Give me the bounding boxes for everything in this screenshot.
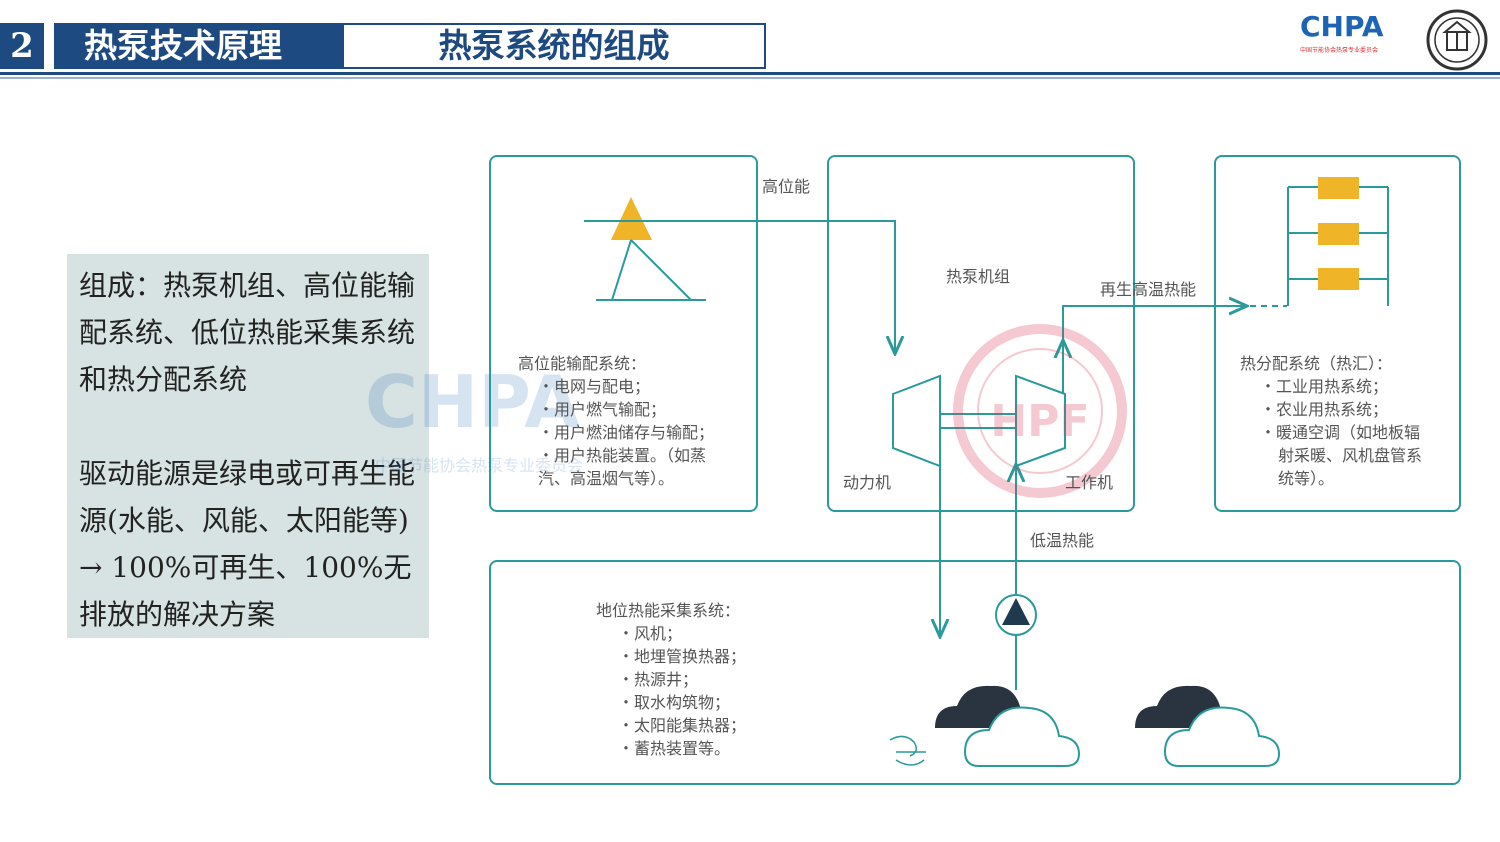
chpa-watermark-caption: 中国节能协会热泵专业委员会 [375, 456, 584, 475]
list-item: 射采暖、风机盘管系 [1278, 446, 1423, 465]
label-regen-heat: 再生高温热能 [1100, 280, 1197, 299]
list-item: 统等）。 [1278, 469, 1335, 488]
header-divider-light [0, 77, 1500, 79]
summary-composition: 组成：热泵机组、高位能输配系统、低位热能采集系统和热分配系统 [79, 269, 416, 396]
logo-text: CHPA [1300, 10, 1384, 43]
list-item: ・用户燃气输配； [538, 400, 667, 419]
list-item: ・风机； [618, 624, 683, 643]
heat-pump-unit-panel [827, 155, 1135, 512]
high-system-title: 高位能输配系统： [518, 354, 647, 373]
list-item: ・取水构筑物； [618, 693, 731, 712]
radiator-icon [1287, 177, 1389, 306]
list-item: ・工业用热系统； [1260, 377, 1389, 396]
chpa-logo: CHPA 中国节能协会热泵专业委员会 [1300, 10, 1412, 66]
logo-caption: 中国节能协会热泵专业委员会 [1300, 47, 1379, 54]
label-low-temp-heat: 低温热能 [1030, 531, 1095, 550]
section-title: 热泵技术原理 [54, 23, 342, 69]
list-item: ・暖通空调（如地板辐 [1260, 423, 1421, 442]
header-divider [0, 72, 1500, 75]
label-engine: 动力机 [843, 473, 892, 492]
cloud-icon [889, 685, 1081, 767]
summary-box: 组成：热泵机组、高位能输配系统、低位热能采集系统和热分配系统 驱动能源是绿电或可… [67, 254, 429, 638]
list-item: ・蓄热装置等。 [618, 739, 731, 758]
hpf-seal-watermark [953, 324, 1127, 498]
engine-icon [892, 374, 941, 468]
high-system-list: 高位能输配系统： ・电网与配电； ・用户燃气输配； ・用户燃油储存与输配； ・用… [518, 352, 714, 490]
slide-title: 热泵系统的组成 [342, 23, 766, 69]
list-item: ・用户燃油储存与输配； [538, 423, 715, 442]
list-item: ・热源井； [618, 670, 699, 689]
power-tower-icon [596, 197, 706, 301]
heat-dist-title: 热分配系统（热汇）： [1240, 354, 1393, 373]
label-compressor: 工作机 [1065, 473, 1114, 492]
cloud-icon-right [1135, 685, 1281, 767]
list-item: ・电网与配电； [538, 377, 651, 396]
high-energy-panel [489, 155, 758, 512]
list-item: ・太阳能集热器； [618, 716, 747, 735]
section-number: 2 [0, 23, 44, 69]
heat-dist-list: 热分配系统（热汇）： ・工业用热系统； ・农业用热系统； ・暖通空调（如地板辐 … [1240, 352, 1422, 490]
pump-icon [995, 594, 1037, 690]
seal-text: HPF [990, 396, 1089, 447]
low-system-title: 地位热能采集系统： [596, 601, 741, 620]
label-high-energy: 高位能 [762, 177, 811, 196]
low-system-list: 地位热能采集系统： ・风机； ・地埋管换热器； ・热源井； ・取水构筑物； ・太… [596, 599, 746, 760]
university-emblem-icon [1426, 9, 1488, 71]
list-item: ・农业用热系统； [1260, 400, 1389, 419]
label-heat-pump-unit: 热泵机组 [946, 267, 1011, 286]
low-energy-panel [489, 560, 1461, 785]
list-item: 汽、高温烟气等）。 [538, 469, 675, 488]
chpa-watermark: CHPA [365, 360, 580, 444]
list-item: ・用户热能装置。（如蒸 [538, 446, 707, 465]
list-item: ・地埋管换热器； [618, 647, 747, 666]
summary-energy-source: 驱动能源是绿电或可再生能源(水能、风能、太阳能等) → 100%可再生、100%… [79, 457, 416, 631]
heat-distribution-panel [1214, 155, 1461, 512]
